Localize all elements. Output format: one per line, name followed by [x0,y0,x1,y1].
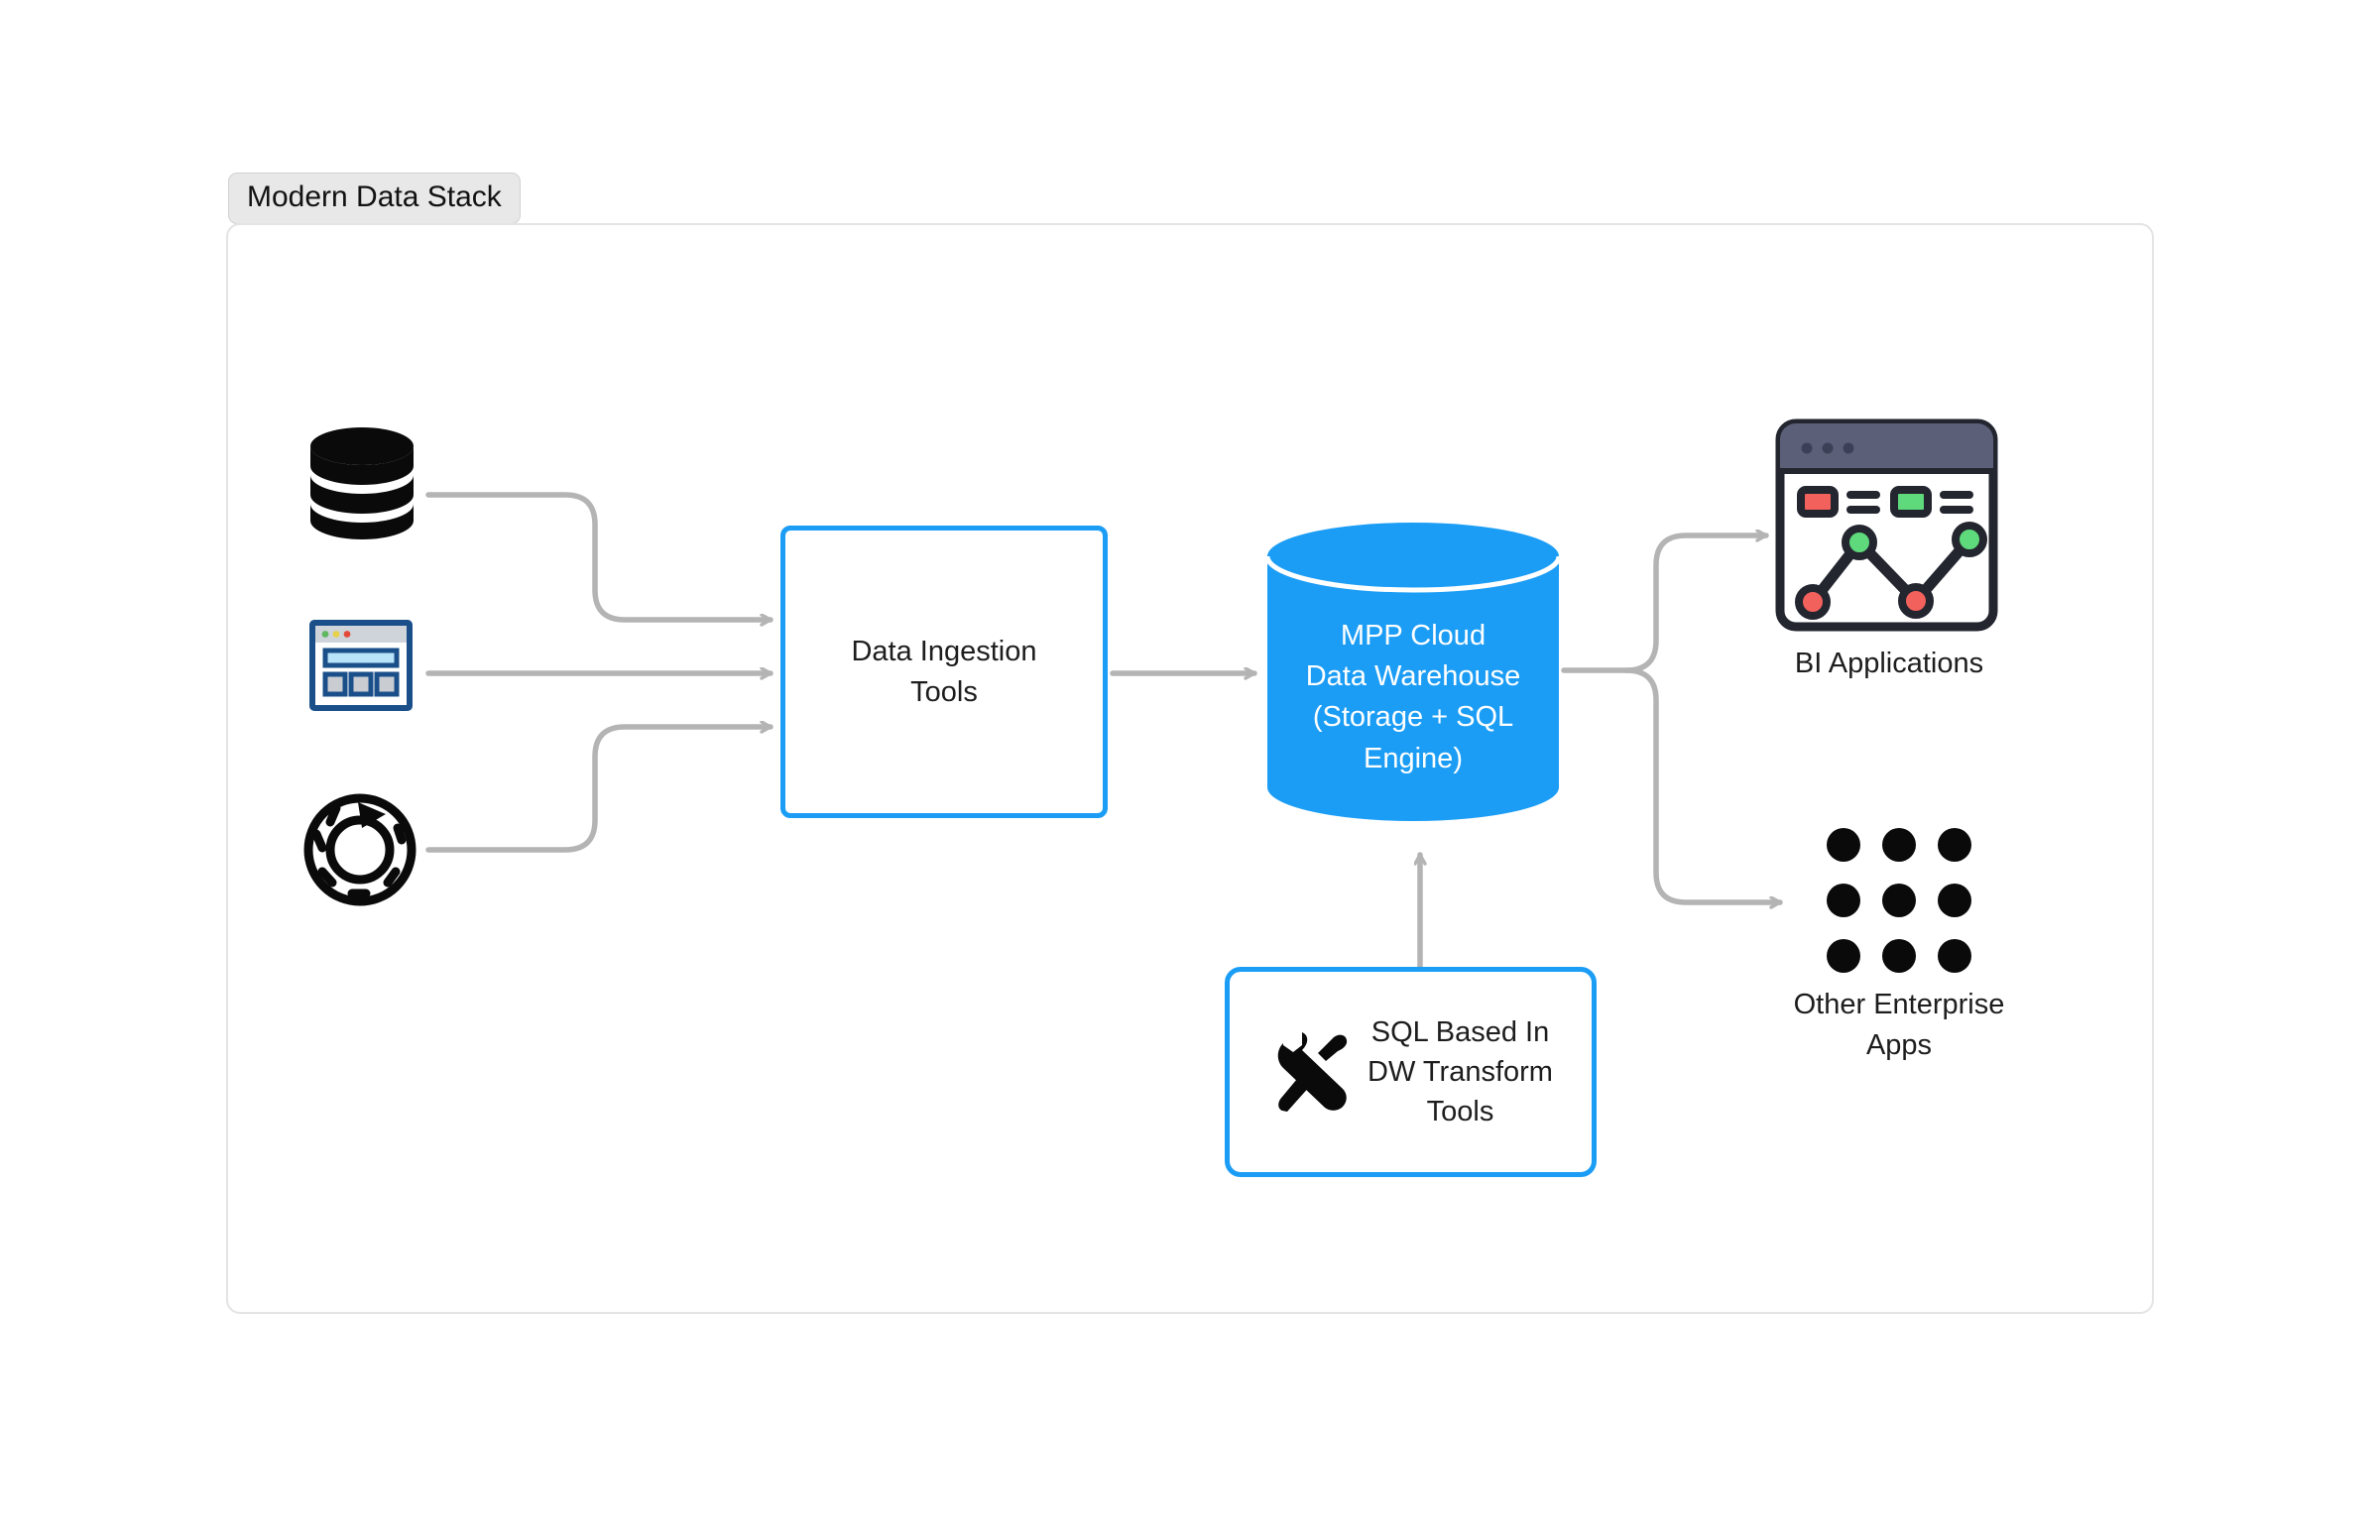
warehouse-label-line1: MPP Cloud [1340,620,1487,652]
grid-dot [1938,939,1971,973]
node-other-enterprise-apps[interactable]: Other Enterprise Apps [1785,828,2013,1065]
node-sql-transform-tools[interactable]: SQL Based In DW Transform Tools [1225,967,1597,1177]
grid-dot [1938,884,1971,917]
grid-dot [1882,828,1916,862]
warehouse-label-line3: (Storage + SQL [1312,701,1514,734]
transform-label-line3: Tools [1426,1096,1494,1127]
grid-dot [1827,884,1860,917]
circular-process-icon [303,793,416,906]
app-grid-dots-icon [1785,828,2013,973]
transform-label-line1: SQL Based In [1370,1015,1550,1048]
warehouse-label-line4: Engine) [1364,742,1463,774]
application-window-icon [309,620,413,711]
source-stream-node[interactable] [300,788,419,909]
source-application-node[interactable] [309,620,413,711]
node-mpp-cloud-data-warehouse[interactable]: MPP Cloud Data Warehouse (Storage + SQL … [1264,521,1562,823]
diagram-title-chip: Modern Data Stack [228,173,521,224]
cylinder-shape-icon [1264,523,1562,821]
grid-dot [1938,828,1971,862]
tools-wrench-screwdriver-icon [1277,1032,1348,1112]
ingestion-label-line1: Data Ingestion [851,636,1037,668]
node-bi-applications[interactable]: BI Applications [1775,418,2003,684]
other-apps-label: Other Enterprise Apps [1785,985,2013,1065]
database-cylinder-icon [310,427,414,539]
bi-applications-label: BI Applications [1794,648,1984,679]
bi-dashboard-icon [1775,418,1998,632]
grid-dot [1882,884,1916,917]
node-label: SQL Based In DW Transform Tools [1368,1012,1553,1131]
other-apps-label-line1: Other Enterprise [1793,989,2005,1020]
diagram-panel [226,223,2154,1314]
grid-dot [1827,828,1860,862]
grid-dot [1827,939,1860,973]
grid-dot [1882,939,1916,973]
ingestion-label-line2: Tools [910,675,978,708]
warehouse-label-line2: Data Warehouse [1305,660,1521,693]
source-database-node[interactable] [307,426,416,540]
transform-label-line2: DW Transform [1368,1055,1553,1088]
node-data-ingestion-tools[interactable]: Data Ingestion Tools [780,526,1108,818]
other-apps-label-line2: Apps [1865,1028,1933,1061]
node-label: MPP Cloud Data Warehouse (Storage + SQL … [1264,616,1562,779]
node-label: Data Ingestion Tools [851,632,1036,711]
